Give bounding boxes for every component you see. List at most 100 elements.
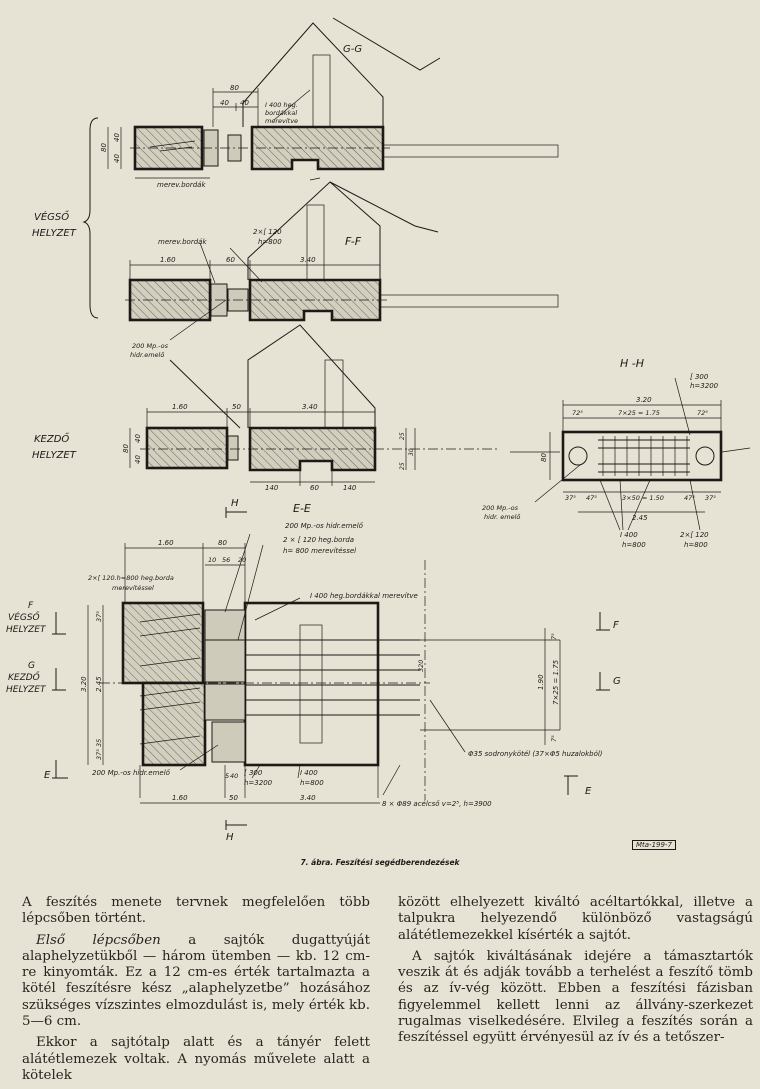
- svg-text:hidr. emelő: hidr. emelő: [484, 512, 521, 521]
- hh-inner-ticks: [602, 436, 688, 476]
- svg-text:1.60: 1.60: [172, 403, 188, 411]
- svg-text:72⁵: 72⁵: [697, 409, 708, 417]
- section-hh-label: H -H: [620, 357, 644, 370]
- svg-text:h= 800 merevítéssel: h= 800 merevítéssel: [283, 547, 356, 555]
- ff-c120-label: 2×[ 120: [253, 228, 282, 236]
- svg-text:80: 80: [540, 453, 548, 462]
- svg-text:20: 20: [238, 556, 246, 564]
- section-gg: G-G 80 40 40 80 40 40 I 400 heg. bordákk…: [100, 17, 559, 189]
- svg-text:KEZDŐ: KEZDŐ: [8, 672, 40, 683]
- svg-text:I 400 heg.bordákkal merevítve: I 400 heg.bordákkal merevítve: [310, 592, 418, 600]
- plan-strand: [139, 657, 201, 667]
- svg-text:h=3200: h=3200: [690, 382, 719, 390]
- section-ff: F-F 1.60 60 3.40 merev.bordák 2×[ 120 h=…: [125, 181, 559, 359]
- paragraph-body: a sajtók dugattyúját alaphelyzetükből — …: [22, 932, 370, 1030]
- cut-g-right: G: [613, 676, 621, 687]
- svg-text:3.20: 3.20: [80, 676, 88, 692]
- svg-text:80: 80: [230, 84, 239, 92]
- svg-text:h=800: h=800: [300, 779, 324, 787]
- paragraph-body: A sajtók kiváltásának idejére a támaszta…: [398, 948, 753, 1046]
- svg-text:47⁵: 47⁵: [586, 494, 597, 502]
- svg-text:3.40: 3.40: [300, 256, 316, 264]
- svg-text:3.40: 3.40: [302, 403, 318, 411]
- gg-i400-label: I 400 heg.: [265, 101, 298, 109]
- paragraph-lead: Első lépcsőben: [36, 932, 161, 948]
- figure-caption: 7. ábra. Feszítési segédberendezések: [300, 858, 460, 867]
- paragraph: A feszítés menete tervnek megfelelően tö…: [22, 895, 370, 928]
- svg-text:F: F: [28, 601, 34, 611]
- svg-text:60: 60: [226, 256, 235, 264]
- svg-text:7⁵: 7⁵: [550, 633, 558, 640]
- svg-text:60: 60: [310, 484, 319, 492]
- paragraph-body: Ekkor a sajtótalp alatt és a tányér fele…: [22, 1035, 370, 1083]
- paragraph: között elhelyezett kiváltó acéltartókkal…: [398, 895, 753, 944]
- plan-view: H H F G E E F VÉGSŐ HELYZET G KEZDŐ HELY…: [6, 498, 621, 843]
- svg-text:merev.bordák: merev.bordák: [158, 238, 207, 246]
- svg-text:KEZDŐ: KEZDŐ: [34, 431, 69, 445]
- plan-strand: [139, 687, 201, 697]
- ee-left-block: [145, 426, 229, 470]
- cut-e-left: E: [44, 770, 51, 781]
- plan-strand: [139, 735, 201, 745]
- svg-text:47⁵: 47⁵: [684, 494, 695, 502]
- paragraph: Ekkor a sajtótalp alatt és a tányér fele…: [22, 1035, 370, 1084]
- svg-text:30: 30: [408, 448, 415, 456]
- svg-text:56: 56: [222, 556, 230, 564]
- svg-text:40: 40: [240, 99, 249, 107]
- svg-text:VÉGSŐ: VÉGSŐ: [8, 611, 40, 623]
- svg-text:40: 40: [220, 99, 229, 107]
- text-column-left: A feszítés menete tervnek megfelelően tö…: [22, 895, 370, 1089]
- svg-text:200 Mp.-os hidr.emelő: 200 Mp.-os hidr.emelő: [285, 521, 364, 530]
- svg-text:[ 300: [ 300: [244, 769, 263, 777]
- svg-text:7⁵: 7⁵: [550, 735, 558, 742]
- svg-text:h=800: h=800: [622, 541, 646, 549]
- svg-text:5: 5: [225, 772, 229, 780]
- svg-text:h=800: h=800: [258, 238, 282, 246]
- svg-text:40: 40: [134, 455, 142, 464]
- svg-text:200 Mp.-os: 200 Mp.-os: [482, 504, 519, 512]
- hh-block: [561, 430, 723, 482]
- svg-text:37⁵: 37⁵: [565, 494, 576, 502]
- svg-text:50: 50: [229, 794, 238, 802]
- svg-text:37⁵: 37⁵: [705, 494, 716, 502]
- svg-text:h=800: h=800: [684, 541, 708, 549]
- svg-text:3.40: 3.40: [300, 794, 316, 802]
- ee-right-block: [248, 426, 377, 472]
- svg-text:VÉGSŐ: VÉGSŐ: [34, 209, 69, 223]
- svg-text:7×25 = 1.75: 7×25 = 1.75: [552, 659, 560, 705]
- cut-h-top: H: [231, 498, 239, 509]
- svg-text:140: 140: [343, 484, 357, 492]
- svg-text:1.60: 1.60: [160, 256, 176, 264]
- svg-text:2.45: 2.45: [632, 514, 648, 522]
- svg-text:3.20: 3.20: [636, 396, 652, 404]
- paragraph-body: között elhelyezett kiváltó acéltartókkal…: [398, 895, 753, 943]
- plan-strand: [139, 627, 201, 637]
- plan-strand: [139, 701, 201, 711]
- section-hh: H -H [ 300 h=3200 3.20 72⁵ 7×25 = 1.75 7…: [482, 357, 751, 549]
- svg-text:HELYZET: HELYZET: [32, 228, 77, 239]
- paragraph: A sajtók kiváltásának idejére a támaszta…: [398, 949, 753, 1047]
- svg-text:bordákkal: bordákkal: [265, 109, 297, 117]
- svg-text:25: 25: [399, 432, 406, 440]
- section-gg-label: G-G: [343, 44, 362, 55]
- svg-text:G: G: [28, 661, 35, 671]
- paragraph-body: A feszítés menete tervnek megfelelően tö…: [22, 895, 370, 927]
- svg-text:2 × [ 120 heg.borda: 2 × [ 120 heg.borda: [283, 536, 354, 544]
- svg-text:40: 40: [113, 154, 121, 163]
- svg-text:I 400: I 400: [620, 531, 638, 539]
- svg-text:80: 80: [122, 444, 130, 453]
- ff-jack-label: 200 Mp.-os: [132, 342, 169, 350]
- svg-text:140: 140: [265, 484, 279, 492]
- svg-text:25: 25: [399, 462, 406, 470]
- end-position-brace: VÉGSŐ HELYZET: [32, 117, 99, 319]
- svg-text:40: 40: [230, 772, 238, 780]
- section-ee: 1.60 50 3.40 140 60 140 80 40 40 25 30 2…: [32, 324, 500, 515]
- svg-text:HELYZET: HELYZET: [6, 685, 47, 695]
- svg-text:1.60: 1.60: [172, 794, 188, 802]
- plan-left-block-top: [121, 601, 205, 685]
- plan-right-block: [243, 601, 380, 767]
- svg-text:50: 50: [232, 403, 241, 411]
- text-column-right: között elhelyezett kiváltó acéltartókkal…: [398, 895, 753, 1052]
- svg-text:37⁵ 35: 37⁵ 35: [95, 739, 103, 760]
- cut-h-bottom: H: [226, 832, 234, 843]
